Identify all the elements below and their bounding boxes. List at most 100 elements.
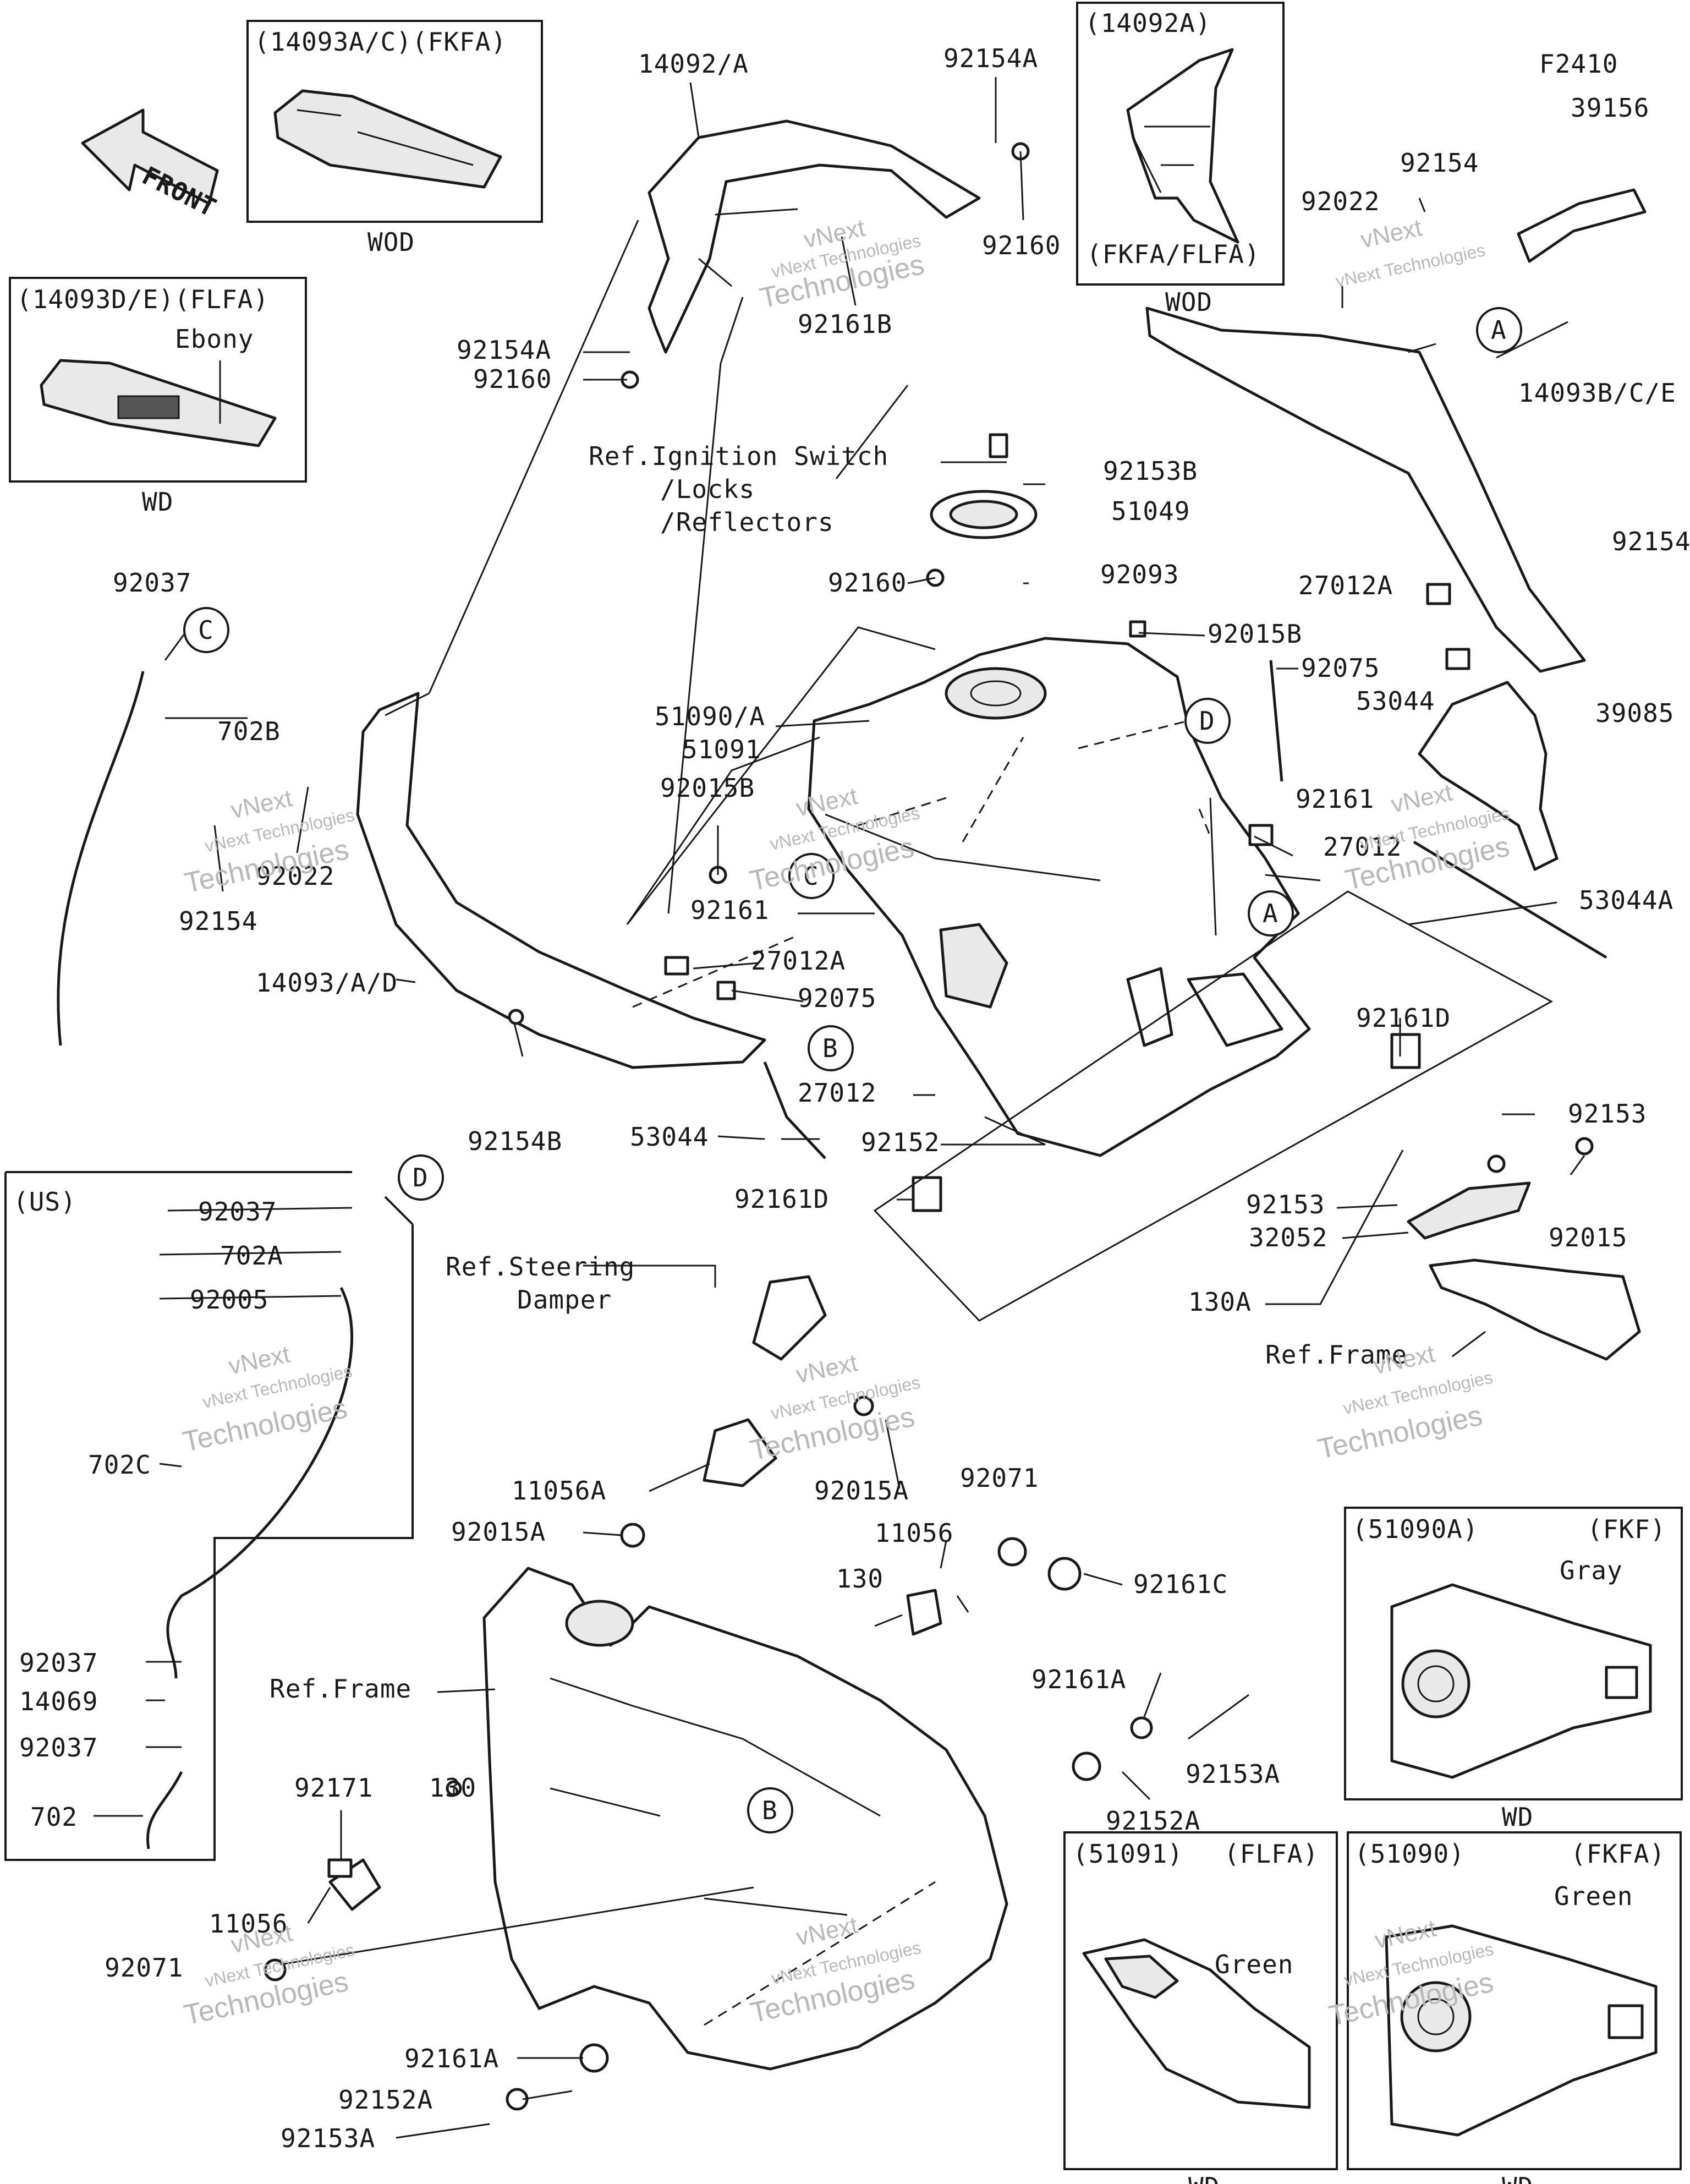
label: 92075 xyxy=(1301,653,1380,683)
callout-c-mid: C xyxy=(788,853,835,899)
label: 92037 xyxy=(198,1197,277,1227)
svg-text:C: C xyxy=(803,861,819,891)
inset-fkfa-cover: (14093A/C)(FKFA) WOD xyxy=(246,20,543,257)
label: Ref.Steering xyxy=(446,1252,635,1282)
label: 39085 xyxy=(1595,698,1674,728)
label: 92154A xyxy=(457,335,551,365)
label: /Reflectors xyxy=(660,507,834,537)
label: 92015 xyxy=(1549,1223,1627,1252)
label: 53044 xyxy=(1356,686,1435,716)
label: 53044A xyxy=(1579,885,1673,915)
inset-caption: WD xyxy=(1188,2172,1220,2184)
label: 92022 xyxy=(1301,187,1380,216)
label: 92015B xyxy=(1208,619,1302,649)
part-frame-bracket xyxy=(1429,1258,1641,1361)
label: 92015A xyxy=(451,1517,546,1547)
inset-color: Gray xyxy=(1560,1556,1623,1585)
leader-lines xyxy=(94,77,1585,2139)
label: 92152 xyxy=(861,1127,940,1157)
svg-text:vNext: vNext xyxy=(794,1349,860,1388)
inset-color: Green xyxy=(1215,1950,1293,1979)
label: 92037 xyxy=(113,568,191,598)
label: 92015B xyxy=(660,773,755,803)
label: 130 xyxy=(429,1773,476,1803)
label: Damper xyxy=(517,1285,612,1315)
label: 92161B xyxy=(798,309,892,339)
label: 92015A xyxy=(814,1476,909,1506)
label: 53044 xyxy=(630,1122,709,1152)
svg-text:vNext: vNext xyxy=(1389,779,1455,818)
label: 11056 xyxy=(209,1909,288,1939)
label: Ref.Frame xyxy=(270,1674,411,1704)
svg-text:vNext: vNext xyxy=(226,1340,292,1380)
label: 92152A xyxy=(1106,1806,1200,1836)
label: 27012A xyxy=(1298,571,1393,600)
label: 27012 xyxy=(1323,832,1402,862)
part-11056 xyxy=(906,1589,942,1636)
inset-model: (FKFA) xyxy=(1571,1839,1665,1869)
svg-text:D: D xyxy=(413,1163,429,1192)
label: Ref.Ignition Switch xyxy=(589,441,888,471)
svg-text:Technologies: Technologies xyxy=(1315,1399,1485,1465)
label: 92153A xyxy=(281,2123,375,2153)
svg-text:vNext: vNext xyxy=(228,785,294,824)
label: 14093B/C/E xyxy=(1518,378,1676,408)
label: 92161D xyxy=(1356,1003,1451,1033)
callout-d-us: D xyxy=(398,1154,444,1201)
part-steering-bracket xyxy=(752,1275,827,1361)
inset-color: Green xyxy=(1554,1881,1633,1911)
label: 14092/A xyxy=(638,49,749,79)
svg-text:A: A xyxy=(1263,899,1279,928)
label: 27012 xyxy=(798,1078,876,1108)
part-39085 xyxy=(1418,681,1559,871)
label: 702A xyxy=(220,1241,283,1271)
inset-sub: (FKFA/FLFA) xyxy=(1087,239,1260,269)
label: 702B xyxy=(217,716,281,746)
label: 702 xyxy=(30,1802,78,1832)
label: 92071 xyxy=(960,1463,1039,1493)
inset-title: (14093D/E)(FLFA) xyxy=(17,284,269,314)
inset-caption: WD xyxy=(1502,2172,1533,2184)
part-fuel-tank xyxy=(807,637,1311,1157)
callout-a-top: A xyxy=(1476,307,1522,353)
label: 51091 xyxy=(682,735,761,764)
label: 39156 xyxy=(1571,93,1649,123)
label: 32052 xyxy=(1249,1223,1327,1252)
label: 92153 xyxy=(1568,1099,1647,1129)
inset-title: (14092A) xyxy=(1085,8,1211,38)
svg-text:D: D xyxy=(1199,706,1215,736)
front-arrow-icon: FRONT xyxy=(81,108,221,223)
label: 92154A xyxy=(943,43,1038,73)
callout-d-mid: D xyxy=(1184,698,1231,744)
part-labels: 14092/A 92154A 92160 92154A 92160 92161B… xyxy=(19,43,1690,2153)
inset-caption: WD xyxy=(1502,1802,1533,1832)
label: 92022 xyxy=(256,861,334,891)
label: 92160 xyxy=(473,364,552,394)
inset-us-hoses: (US) xyxy=(4,1171,414,1861)
label: 14069 xyxy=(19,1687,98,1716)
hose-702b xyxy=(57,671,145,1046)
svg-text:B: B xyxy=(822,1033,838,1063)
inset-title: (US) xyxy=(13,1187,76,1217)
part-11056a xyxy=(703,1418,777,1487)
label: 11056 xyxy=(875,1518,953,1548)
label: 130 xyxy=(836,1564,884,1594)
hose-702c xyxy=(166,1287,353,1679)
label: 92161 xyxy=(1296,784,1374,814)
svg-text:vNext Technologies: vNext Technologies xyxy=(1334,240,1487,291)
inset-title: (51090A) xyxy=(1352,1514,1479,1544)
label: 130A xyxy=(1188,1287,1252,1317)
inset-caption: WOD xyxy=(367,227,415,257)
callout-b-low: B xyxy=(747,1787,793,1833)
diagram-code: F2410 xyxy=(1539,49,1618,79)
label: 92161C xyxy=(1133,1569,1228,1599)
label: 92160 xyxy=(982,231,1061,260)
inset-tank-51090a: (51090A) (FKF) Gray WD xyxy=(1344,1507,1683,1832)
label: 92075 xyxy=(798,983,876,1013)
label: 51049 xyxy=(1111,496,1190,526)
inset-tank-51091: (51091) (FLFA) Green WD xyxy=(1063,1831,1338,2184)
inset-title: (51090) xyxy=(1354,1839,1465,1869)
inset-model: (FLFA) xyxy=(1224,1839,1319,1869)
label: 92093 xyxy=(1100,560,1179,589)
